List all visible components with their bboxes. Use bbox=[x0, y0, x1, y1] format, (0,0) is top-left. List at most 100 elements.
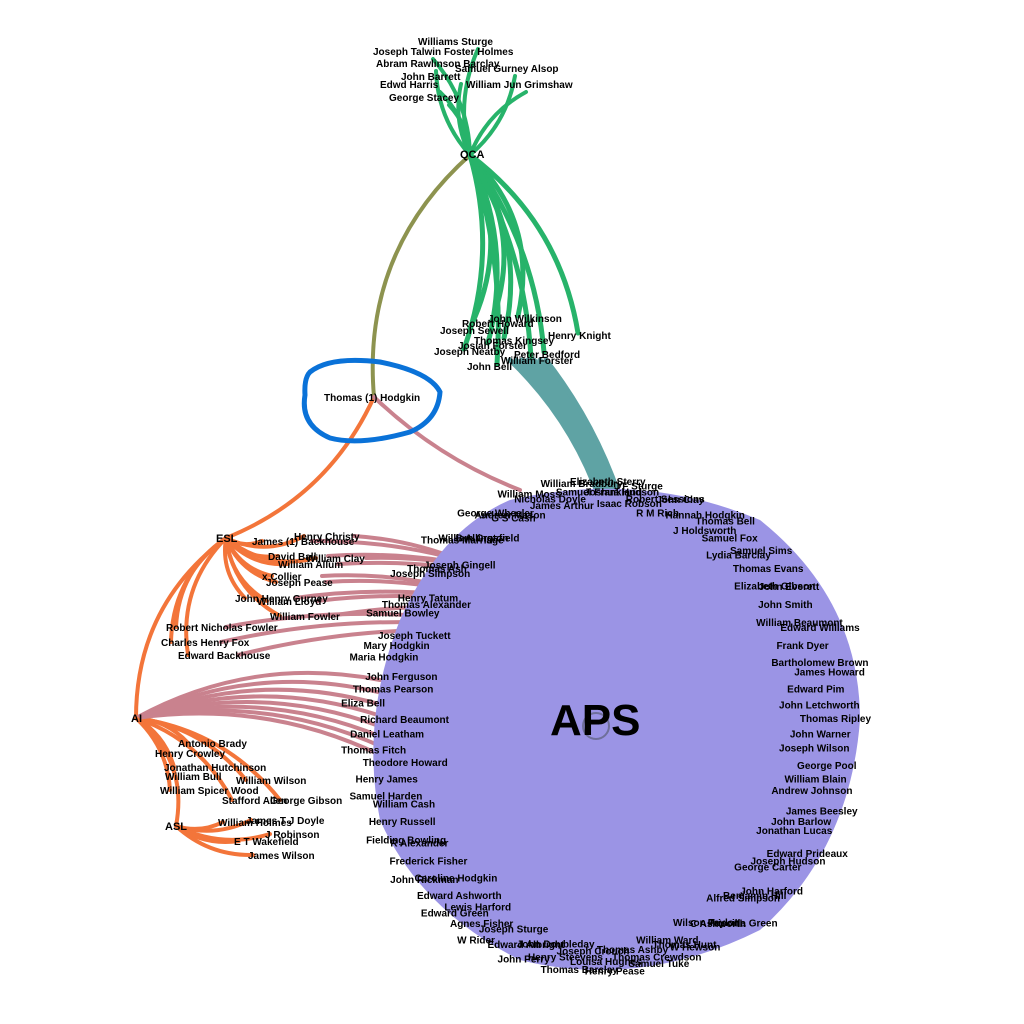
aps-node-label[interactable]: Alfred Simpson bbox=[706, 893, 780, 904]
qca-top-node-label[interactable]: John Barrett bbox=[401, 72, 461, 83]
aps-node-label[interactable]: John Smith bbox=[758, 600, 812, 611]
aps-hub-node[interactable] bbox=[582, 712, 610, 740]
aps-node-label[interactable]: William Crosfield bbox=[438, 534, 519, 545]
esl-node-label[interactable]: James (1) Backhouse bbox=[252, 537, 355, 548]
ai-node-label[interactable]: William Bull bbox=[165, 772, 222, 783]
aps-node-label[interactable]: Louisa Hughes bbox=[570, 957, 642, 968]
ai-node-label[interactable]: George Gibson bbox=[270, 796, 342, 807]
esl-node-label[interactable]: John Henry Gurney bbox=[235, 594, 328, 605]
aps-node-label[interactable]: John Everett bbox=[759, 582, 820, 593]
qca-top-node-label[interactable]: Williams Sturge bbox=[418, 37, 493, 48]
aps-node-label[interactable]: Maria Hodgkin bbox=[350, 652, 419, 663]
aps-node-label[interactable]: Henry Steevens bbox=[528, 953, 603, 964]
aps-hub-label[interactable]: APS bbox=[550, 696, 640, 745]
aps-node-label[interactable]: Thomas Evans bbox=[733, 564, 804, 575]
aps-node-label[interactable]: Henry Pease bbox=[585, 966, 645, 977]
aps-node-label[interactable]: Edward Pim bbox=[787, 684, 844, 695]
aps-node-label[interactable]: W Hewson bbox=[670, 943, 721, 954]
aps-node-label[interactable]: George Wheeler bbox=[457, 509, 534, 520]
aps-node-label[interactable]: William Bradbury bbox=[541, 479, 624, 490]
ai-node-label[interactable]: William Spicer Wood bbox=[160, 786, 259, 797]
aps-node-label[interactable]: James Arthur bbox=[530, 501, 594, 512]
aps-node-label[interactable]: Jonathan Lucas bbox=[756, 826, 833, 837]
qca-top-node-label[interactable]: Abram Rawlinson Barclay bbox=[376, 59, 500, 70]
aps-node-label[interactable]: Samuel Bowley bbox=[366, 609, 440, 620]
esl-node-label[interactable]: William Clay bbox=[306, 554, 365, 565]
aps-node-label[interactable]: William Blain bbox=[784, 774, 846, 785]
qca-mid-node-label[interactable]: Joseph Sewell bbox=[440, 326, 509, 337]
qca-top-node-label[interactable]: Samuel Gurney Alsop bbox=[455, 64, 559, 75]
aps-node-label[interactable]: Lewis Harford bbox=[444, 902, 511, 913]
asl-node-label[interactable]: James T J Doyle bbox=[246, 816, 325, 827]
asl-hub-label[interactable]: ASL bbox=[165, 821, 187, 833]
qca-top-node-label[interactable]: Joseph Talwin Foster Holmes bbox=[373, 47, 514, 58]
aps-node-label[interactable]: Wilson Taylor bbox=[673, 918, 738, 929]
aps-node-label[interactable]: Richard Beaumont bbox=[360, 715, 450, 726]
aps-node-label[interactable]: Thomas Ripley bbox=[800, 714, 872, 725]
aps-node-label[interactable]: Elizabeth Gibson bbox=[734, 582, 815, 593]
aps-node-label[interactable]: James Beesley bbox=[786, 807, 858, 818]
aps-node-label[interactable]: Benjamin Hill bbox=[723, 891, 787, 902]
aps-node-label[interactable]: G S Cash bbox=[491, 513, 535, 524]
aps-node-label[interactable]: W Rider bbox=[457, 935, 495, 946]
aps-node-label[interactable]: Robert Sessions bbox=[626, 495, 705, 506]
aps-node-label[interactable]: Thomas Ash bbox=[407, 564, 467, 575]
esl-node-label[interactable]: William Lloyd bbox=[257, 597, 321, 608]
aps-node-label[interactable]: Joseph Tuckett bbox=[378, 631, 451, 642]
aps-node-label[interactable]: Henry Russell bbox=[369, 817, 436, 828]
aps-node-label[interactable]: John Harford bbox=[740, 887, 803, 898]
aps-node-label[interactable]: Joshua Hudson bbox=[584, 487, 659, 498]
aps-node-label[interactable]: Priscilla Green bbox=[708, 918, 778, 929]
qca-mid-node-label[interactable]: John Wilkinson bbox=[488, 314, 562, 325]
aps-node-label[interactable]: Mary Hodgkin bbox=[364, 641, 430, 652]
aps-node-label[interactable]: Isaac Robson bbox=[597, 499, 662, 510]
ai-node-label[interactable]: Stafford Allen bbox=[222, 796, 287, 807]
esl-node-label[interactable]: x Collier bbox=[262, 572, 302, 583]
aps-node-label[interactable]: Nicholas Doyle bbox=[514, 495, 586, 506]
esl-node-label[interactable]: William Fowler bbox=[270, 612, 340, 623]
aps-node-label[interactable]: Thomas Barclay bbox=[541, 965, 619, 976]
aps-node-label[interactable]: Henry Tatum bbox=[398, 593, 458, 604]
aps-node-label[interactable]: John Letchworth bbox=[779, 700, 860, 711]
aps-node-label[interactable]: John Ferguson bbox=[365, 672, 437, 683]
aps-node-label[interactable]: Thomas Ashby bbox=[597, 945, 669, 956]
aps-node-label[interactable]: Joseph Wilson bbox=[779, 744, 849, 755]
aps-node-label[interactable]: Thomas Hunt bbox=[653, 940, 718, 951]
aps-node-label[interactable]: John Doubleday bbox=[517, 940, 595, 951]
aps-node-label[interactable]: Joseph Gingell bbox=[424, 560, 496, 571]
aps-node-label[interactable]: William Moss bbox=[498, 489, 562, 500]
aps-node-label[interactable]: Thomas Fitch bbox=[341, 746, 406, 757]
asl-node-label[interactable]: William Holmes bbox=[218, 818, 292, 829]
asl-node-label[interactable]: James Wilson bbox=[248, 851, 315, 862]
qca-top-node-label[interactable]: William Jun Grimshaw bbox=[466, 80, 573, 91]
esl-node-label[interactable]: Charles Henry Fox bbox=[161, 638, 250, 649]
aps-node-label[interactable]: Bartholomew Brown bbox=[771, 658, 868, 669]
esl-node-label[interactable]: David Ball bbox=[268, 552, 317, 563]
qca-mid-node-label[interactable]: Henry Knight bbox=[548, 331, 611, 342]
asl-node-label[interactable]: E T Wakefield bbox=[234, 837, 299, 848]
esl-node-label[interactable]: Joseph Pease bbox=[266, 578, 333, 589]
aps-node-label[interactable]: Andrew Mason bbox=[475, 510, 546, 521]
qca-mid-node-label[interactable]: Thomas Kingsey bbox=[474, 336, 554, 347]
aps-node-label[interactable]: Eliza Bell bbox=[341, 698, 385, 709]
aps-node-label[interactable]: R Alexander bbox=[390, 839, 448, 850]
ai-hub-label[interactable]: AI bbox=[131, 713, 142, 725]
aps-node-label[interactable]: Joseph Sturge bbox=[479, 925, 549, 936]
qca-hub-label[interactable]: QCA bbox=[460, 149, 485, 161]
aps-node-label[interactable]: Samuel Frankland bbox=[556, 487, 642, 498]
aps-node-label[interactable]: B Allington bbox=[455, 533, 508, 544]
ai-node-label[interactable]: Antonio Brady bbox=[178, 739, 247, 750]
aps-node-label[interactable]: Thomas Alexander bbox=[382, 600, 471, 611]
aps-node-label[interactable]: Edward Ashworth bbox=[417, 891, 502, 902]
aps-node-label[interactable]: William Ward bbox=[636, 936, 698, 947]
aps-node-label[interactable]: Henry James bbox=[356, 774, 419, 785]
aps-node-label[interactable]: J F Sturge bbox=[614, 482, 663, 493]
esl-node-label[interactable]: Robert Nicholas Fowler bbox=[166, 623, 278, 634]
asl-node-label[interactable]: J Robinson bbox=[265, 830, 319, 841]
aps-node-label[interactable]: George Carter bbox=[734, 862, 801, 873]
aps-node-label[interactable]: Elizabeth Sterry bbox=[570, 477, 646, 488]
qca-mid-node-label[interactable]: William Forster bbox=[501, 356, 573, 367]
qca-mid-node-label[interactable]: Josiah Forster bbox=[458, 341, 527, 352]
aps-node-label[interactable]: Daniel Leatham bbox=[350, 730, 424, 741]
aps-node-label[interactable]: Joseph Hudson bbox=[750, 856, 825, 867]
